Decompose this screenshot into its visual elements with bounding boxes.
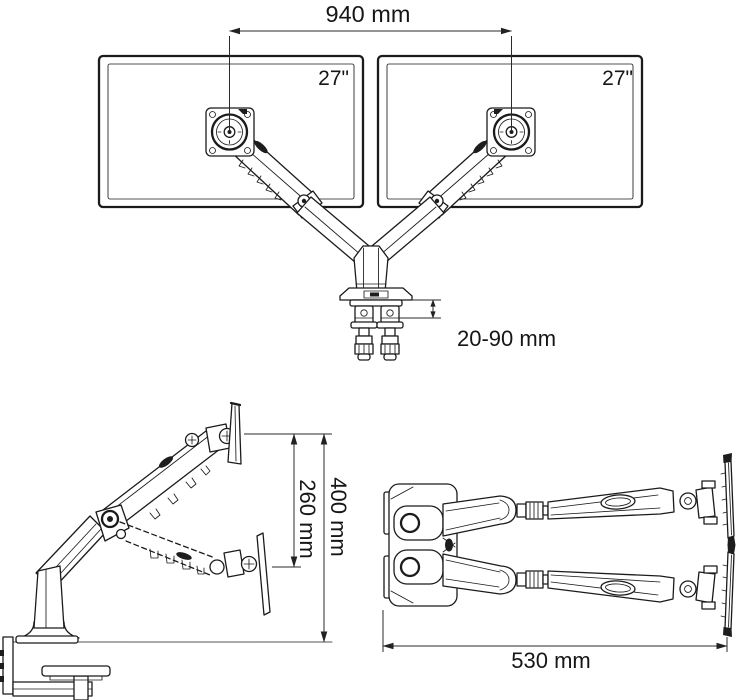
clamp-screw <box>350 305 378 361</box>
cable-clips <box>149 548 205 575</box>
center-pole <box>353 245 389 293</box>
arm-lowered-dashed <box>119 521 271 616</box>
top-view-figure: 530 mm <box>382 451 737 673</box>
c-clamp <box>0 636 111 700</box>
clamp-screw <box>376 305 404 361</box>
dim-label-530: 530 mm <box>511 648 590 673</box>
dimension-940: 940 mm <box>229 1 512 131</box>
riser-pole <box>15 565 80 644</box>
desk-clamp <box>339 287 413 361</box>
clamp-knob-handle <box>41 665 111 677</box>
monitor-size-right: 27" <box>602 67 633 90</box>
side-view-figure: 260 mm 400 mm <box>0 401 351 700</box>
monitor-head-raised <box>205 401 242 465</box>
monitor-head-lowered <box>256 532 271 616</box>
dim-label-clamp-range: 20-90 mm <box>457 326 556 351</box>
brand-logo <box>445 538 453 552</box>
dim-label-400: 400 mm <box>326 477 351 556</box>
dim-label-260: 260 mm <box>295 479 320 558</box>
front-view-figure: 940 mm 27" 27" 20-90 mm <box>97 1 644 361</box>
monitor-size-left: 27" <box>318 67 349 90</box>
dim-label-940: 940 mm <box>326 1 411 27</box>
dimension-530: 530 mm <box>382 610 728 673</box>
dimension-260-400: 260 mm 400 mm <box>244 433 351 643</box>
elbow-pivot <box>95 504 130 542</box>
cable-clips <box>149 465 211 520</box>
dimension-clamp-range: 20-90 mm <box>399 299 556 351</box>
